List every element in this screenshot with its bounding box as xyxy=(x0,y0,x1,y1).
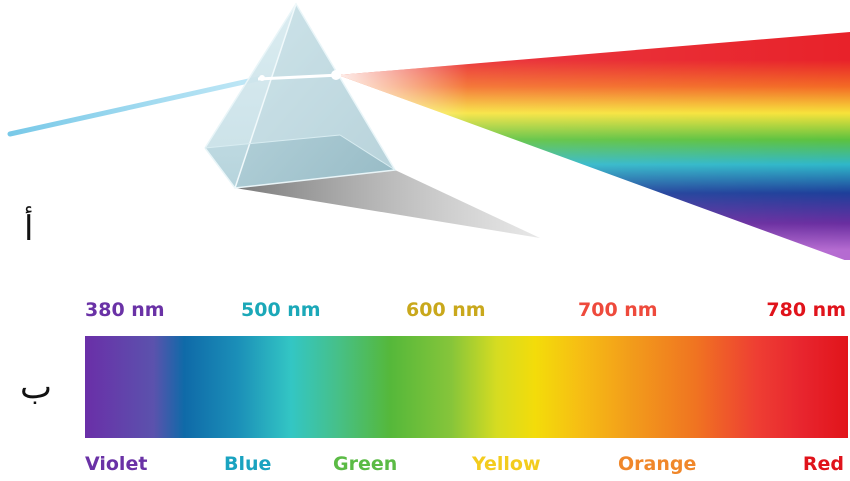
color-name-red: Red xyxy=(802,453,844,475)
color-name-yellow: Yellow xyxy=(472,453,541,475)
rainbow-beam-glow xyxy=(338,32,850,260)
wavelength-label-600: 600 nm xyxy=(406,299,486,321)
exit-glint xyxy=(331,70,341,80)
visible-spectrum-bar xyxy=(85,336,848,438)
incident-light-beam xyxy=(7,75,265,137)
color-name-blue: Blue xyxy=(224,453,272,475)
color-name-violet: Violet xyxy=(85,453,148,475)
wavelength-label-700: 700 nm xyxy=(578,299,658,321)
panel-label-a: أ xyxy=(24,209,34,249)
wavelength-label-380: 380 nm xyxy=(85,299,165,321)
refracted-beam xyxy=(257,73,341,81)
prism-dispersion-illustration xyxy=(7,2,850,260)
panel-label-b: ب xyxy=(20,367,53,407)
prism-shadow xyxy=(235,170,540,238)
color-name-orange: Orange xyxy=(618,453,697,475)
prism xyxy=(204,2,397,189)
color-name-green: Green xyxy=(333,453,398,475)
entry-glint xyxy=(259,75,265,81)
wavelength-label-780: 780 nm xyxy=(766,299,846,321)
wavelength-label-500: 500 nm xyxy=(241,299,321,321)
